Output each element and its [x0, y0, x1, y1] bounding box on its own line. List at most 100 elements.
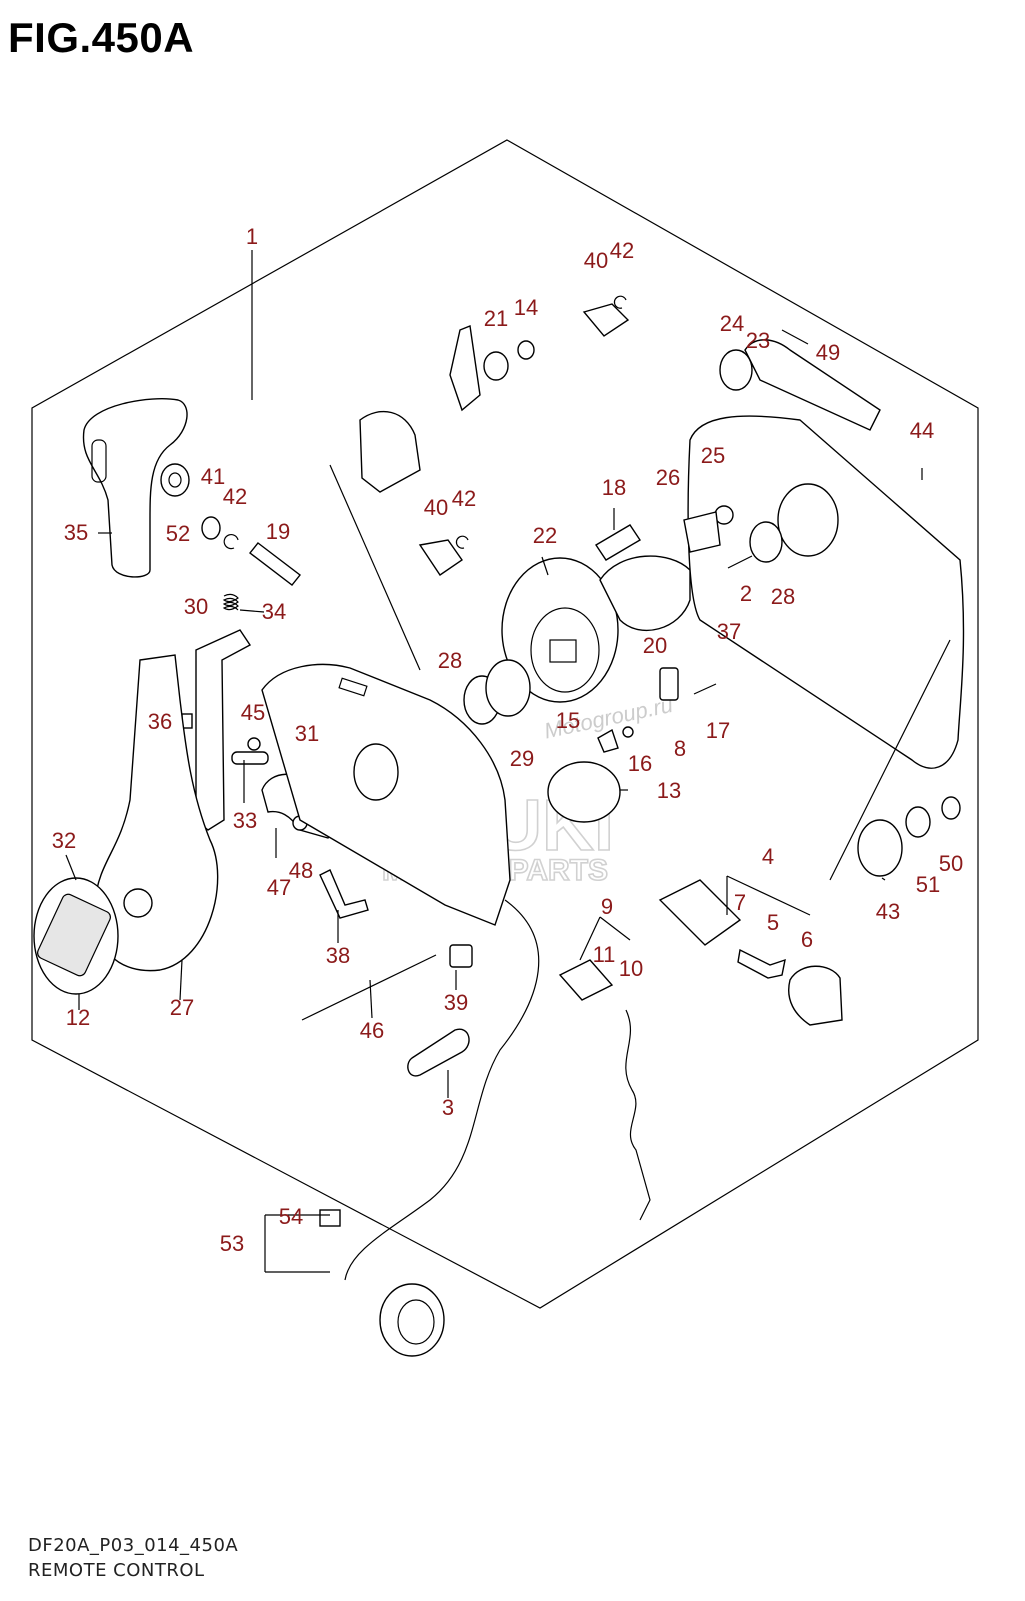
callout-16: 16	[628, 751, 652, 776]
part-22-square-hole	[549, 639, 577, 663]
callout-54: 54	[279, 1204, 303, 1229]
part-53-harness	[344, 899, 540, 1281]
callout-48: 48	[289, 858, 313, 883]
part-29-ring	[485, 659, 531, 717]
part-21-bushing	[483, 351, 509, 381]
callout-41: 41	[201, 464, 225, 489]
leader-lines	[65, 250, 951, 1273]
callout-40-b: 40	[424, 495, 448, 520]
part-35-slot	[91, 439, 107, 483]
callout-34: 34	[262, 599, 286, 624]
callout-28-b: 28	[771, 584, 795, 609]
part-45-screw	[247, 737, 261, 751]
part-49-screw	[781, 329, 809, 345]
callout-15: 15	[556, 708, 580, 733]
part-14-washer	[517, 340, 535, 360]
part-16-screw	[622, 726, 634, 738]
part-21-lever-arm	[449, 325, 481, 412]
part-40-mid-clip	[418, 539, 463, 576]
callout-9: 9	[601, 894, 613, 919]
part-19-pin	[249, 542, 301, 586]
part-43-grommet	[857, 819, 903, 877]
part-11-stop-switch	[558, 959, 614, 1001]
part-30-lever-plate	[195, 629, 252, 831]
part-33-link	[231, 751, 269, 765]
callout-5: 5	[767, 910, 779, 935]
callout-10: 10	[619, 956, 643, 981]
callout-31: 31	[295, 721, 319, 746]
callout-13: 13	[657, 778, 681, 803]
part-2-screw	[727, 555, 753, 569]
callout-46: 46	[360, 1018, 384, 1043]
callout-52: 52	[166, 521, 190, 546]
callout-2: 2	[740, 581, 752, 606]
part-51-washer	[905, 806, 931, 838]
part-27-control-arm	[93, 654, 219, 972]
callout-42-c: 42	[452, 486, 476, 511]
part-5-key	[737, 948, 786, 979]
part-42-mid-clip	[455, 535, 469, 549]
callout-8: 8	[674, 736, 686, 761]
part-6-key-cap	[788, 965, 843, 1026]
part-54-fuse	[319, 1209, 341, 1227]
callout-40-a: 40	[584, 248, 608, 273]
callout-4: 4	[762, 844, 774, 869]
callout-43: 43	[876, 899, 900, 924]
figure-name: REMOTE CONTROL	[28, 1560, 205, 1581]
callout-36: 36	[148, 709, 172, 734]
callout-23: 23	[746, 328, 770, 353]
callout-1: 1	[246, 224, 258, 249]
callout-30: 30	[184, 594, 208, 619]
callout-26: 26	[656, 465, 680, 490]
part-41-washer	[201, 516, 221, 540]
part-26-gear	[683, 511, 721, 553]
callout-22: 22	[533, 523, 557, 548]
callout-11: 11	[593, 942, 616, 967]
part-18-shaft	[595, 524, 641, 561]
figure-code: DF20A_P03_014_450A	[28, 1535, 239, 1556]
callout-51: 51	[916, 872, 940, 897]
callout-38: 38	[326, 943, 350, 968]
callout-33: 33	[233, 808, 257, 833]
part-22-gear-plate	[501, 557, 619, 703]
part-46-long-screw	[301, 954, 437, 1021]
part-34-spring	[222, 593, 239, 611]
side-cover-plate	[687, 415, 965, 769]
callout-7: 7	[734, 890, 746, 915]
part-35-handle-grip	[82, 398, 188, 578]
callout-37: 37	[717, 619, 741, 644]
part-3-grommet-plate	[407, 1028, 470, 1077]
part-50-nut	[941, 796, 961, 820]
callout-12: 12	[66, 1005, 90, 1030]
part-53-connector-face	[397, 1299, 435, 1345]
callout-42-b: 42	[223, 484, 247, 509]
callout-49: 49	[816, 340, 840, 365]
callout-45: 45	[241, 700, 265, 725]
part-8-switch	[659, 667, 679, 701]
callout-14: 14	[514, 295, 538, 320]
callout-39: 39	[444, 990, 468, 1015]
callout-35: 35	[64, 520, 88, 545]
callout-19: 19	[266, 519, 290, 544]
callout-27: 27	[170, 995, 194, 1020]
part-12-emblem	[37, 893, 111, 977]
figure-title: FIG.450A	[8, 14, 195, 61]
callout-50: 50	[939, 851, 963, 876]
callout-24: 24	[720, 311, 744, 336]
part-23-lever	[744, 339, 881, 431]
part-38-bracket	[319, 869, 369, 919]
part-52-hole	[168, 472, 182, 488]
part-24-seal	[719, 349, 753, 391]
part-15-clip	[597, 728, 619, 753]
callout-47: 47	[267, 875, 291, 900]
diagram-frame	[31, 139, 979, 1309]
part-52-washer	[160, 463, 190, 497]
part-42-upper-clip	[613, 295, 627, 309]
part-22-hub	[530, 607, 600, 693]
callouts: 1 2 3 4 5 6 7 8 9 10 11 12 13 14 15 16 1…	[52, 224, 963, 1256]
callout-20: 20	[643, 633, 667, 658]
callout-42-a: 42	[610, 238, 634, 263]
callout-32: 32	[52, 828, 76, 853]
part-39-block	[449, 944, 473, 968]
